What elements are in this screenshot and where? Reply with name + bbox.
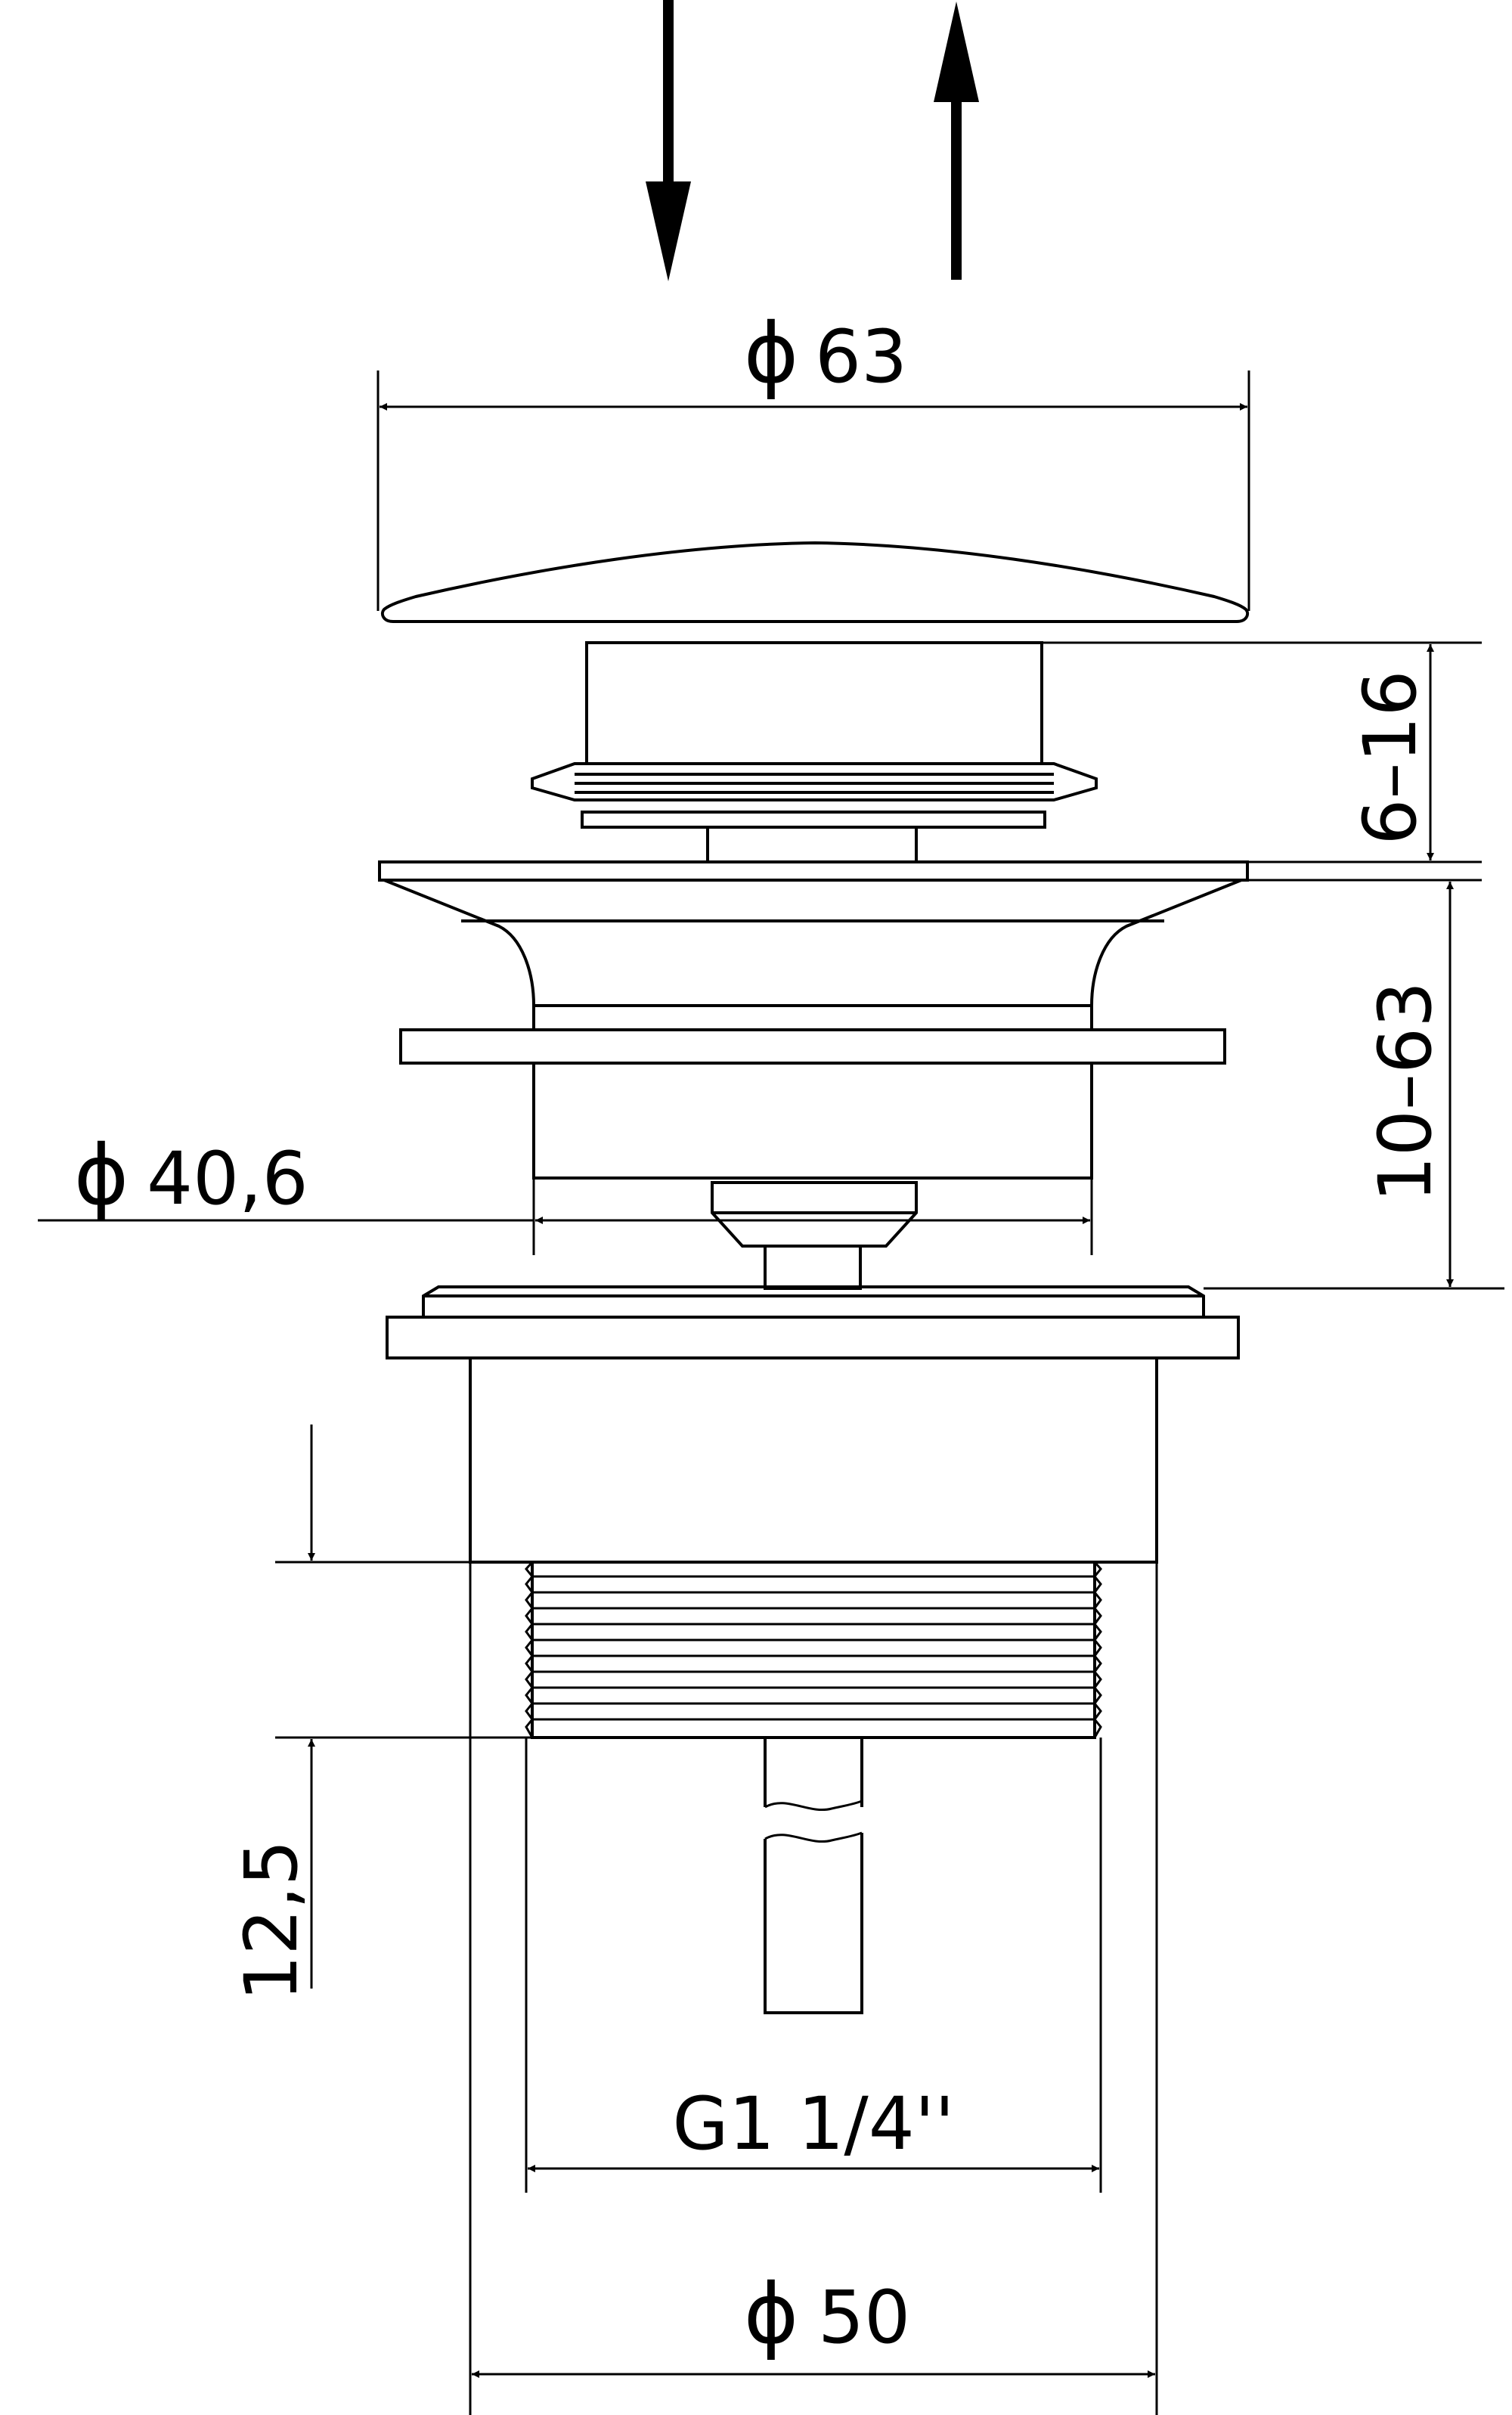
cap-shape [380,541,1250,623]
tailpiece-lower [764,1833,863,2014]
body-flange [386,1316,1240,1359]
body-cylinder [469,1356,1158,1564]
cap-flange [531,762,1098,801]
top-plate [378,860,1249,882]
cap-neck [585,641,1043,765]
height-range-label: 10–63 [1363,981,1448,1202]
thread-spec-label: G1 1/4'' [672,2082,954,2166]
pull-up-arrow-icon [934,2,979,280]
body-diameter-label: 50 [818,2275,910,2360]
thread-lines [532,1575,1095,1721]
extension-lines [38,370,1504,2415]
stem-diameter-label: 40,6 [147,1136,308,1221]
body-flange-top [422,1285,1205,1319]
valve-stem [764,1245,862,1290]
thread-section [531,1561,1096,1739]
stroke-range-label: 6–16 [1348,670,1433,845]
dimension-labels: ϕ 63 6–16 10–63 ϕ 40,6 12,5 G1 1/4'' ϕ 5… [74,305,1448,2362]
thread-right-teeth [1093,1561,1102,1738]
thread-left-teeth [525,1561,534,1738]
assembly-outline [378,541,1250,2014]
push-down-arrow-icon [646,0,691,281]
break-line-lower [764,1831,863,1843]
seal-ring [581,811,1046,829]
basin-plate [399,1028,1226,1065]
bowl-body [383,879,1242,1031]
body-diameter-symbol: ϕ [744,2265,799,2362]
stem-diameter-symbol: ϕ [74,1127,129,1223]
stem-cylinder [532,1062,1093,1180]
cap-diameter-symbol: ϕ [744,305,799,401]
dimension-lines [308,403,1454,2378]
tailpiece-upper [764,1738,863,1807]
push-pull-arrows [646,0,979,281]
thread-length-label: 12,5 [229,1840,314,2001]
stem-connector [706,826,918,863]
cap-diameter-label: 63 [815,315,907,399]
break-line-upper [764,1800,863,1811]
